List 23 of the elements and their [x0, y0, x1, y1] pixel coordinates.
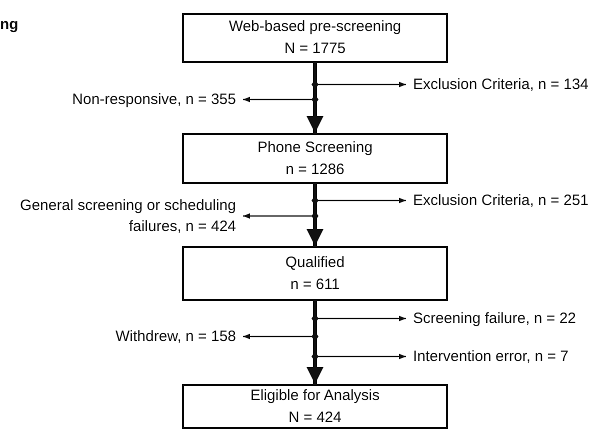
- step-title: Qualified: [285, 252, 345, 272]
- step-count: N = 1775: [284, 39, 346, 59]
- process-box: [182, 384, 448, 429]
- title: ng: [0, 16, 18, 33]
- flow-arrow: [306, 184, 324, 246]
- exclusion-label: Screening failure, n = 22: [413, 308, 576, 329]
- step-title: Web-based pre-screening: [228, 17, 402, 37]
- step-count: n = 611: [290, 274, 340, 294]
- flow-arrow: [306, 63, 324, 133]
- process-box: [182, 133, 448, 184]
- exclusion-label: Exclusion Criteria, n = 251: [413, 190, 589, 211]
- step-title: Phone Screening: [257, 138, 373, 158]
- flow-arrow: [306, 301, 324, 384]
- step-count: n = 1286: [286, 160, 344, 180]
- exclusion-label: Withdrew, n = 158: [6, 326, 236, 347]
- step-count: N = 424: [288, 408, 342, 428]
- exclusion-label: Exclusion Criteria, n = 134: [413, 74, 589, 95]
- exclusion-label: Intervention error, n = 7: [413, 346, 569, 367]
- process-box: [182, 246, 448, 301]
- exclusion-label: Non-responsive, n = 355: [6, 89, 236, 110]
- process-box: [182, 13, 448, 63]
- step-title: Eligible for Analysis: [250, 386, 380, 406]
- exclusion-label: General screening or scheduling failures, n = 424: [6, 195, 236, 237]
